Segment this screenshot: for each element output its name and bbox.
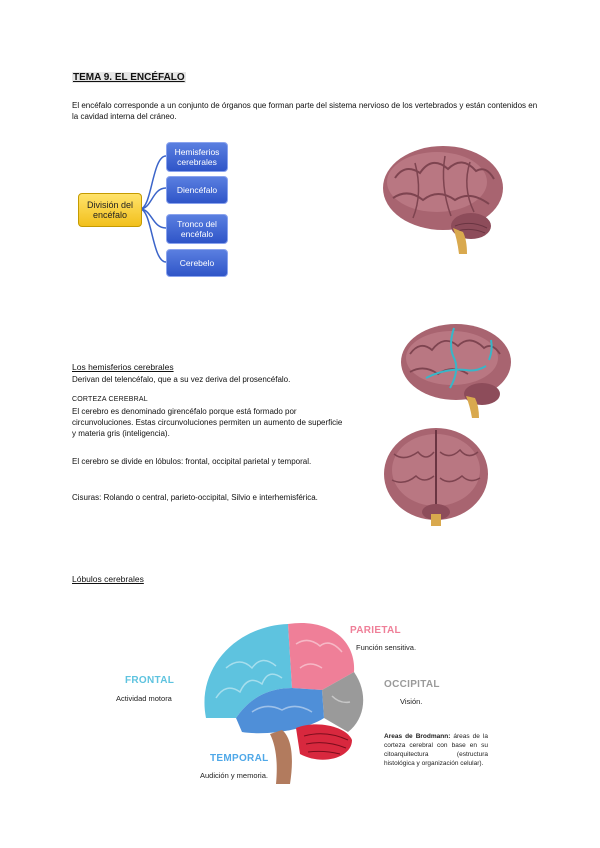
brain-lobes-image — [204, 622, 364, 784]
desc-parietal: Función sensitiva. — [356, 643, 417, 652]
hemisferios-deriva: Derivan del telencéfalo, que a su vez de… — [72, 375, 291, 384]
lobulos-division-text: El cerebro se divide en lóbulos: frontal… — [72, 457, 312, 466]
brain-lateral-image — [383, 146, 503, 254]
diagram-box-diencefalo: Diencéfalo — [166, 176, 228, 204]
division-diagram: División del encéfalo Hemisferios cerebr… — [72, 136, 242, 286]
desc-occipital: Visión. — [400, 697, 423, 706]
brodmann-title: Areas de Brodmann: — [384, 733, 451, 740]
desc-temporal: Audición y memoria. — [200, 771, 268, 780]
corteza-text: El cerebro es denominado girencéfalo por… — [72, 407, 343, 438]
diagram-box-cerebelo: Cerebelo — [166, 249, 228, 277]
diagram-root-box: División del encéfalo — [78, 193, 142, 227]
hemisferios-heading: Los hemisferios cerebrales — [72, 362, 174, 372]
page-title: TEMA 9. EL ENCÉFALO — [72, 72, 186, 83]
lobulos-heading: Lóbulos cerebrales — [72, 574, 144, 584]
intro-paragraph: El encéfalo corresponde a un conjunto de… — [72, 101, 538, 121]
label-occipital: OCCIPITAL — [384, 679, 440, 690]
brain-cisuras-image — [401, 324, 511, 418]
brodmann-note: Areas de Brodmann: áreas de la corteza c… — [384, 732, 488, 768]
corteza-heading: CORTEZA CEREBRAL — [72, 396, 148, 403]
label-frontal: FRONTAL — [125, 675, 175, 686]
brodmann-text: áreas de la corteza cerebral con base en… — [384, 733, 488, 767]
label-parietal: PARIETAL — [350, 625, 401, 636]
label-temporal: TEMPORAL — [210, 753, 269, 764]
diagram-box-tronco: Tronco del encéfalo — [166, 214, 228, 244]
connector-lines — [139, 155, 167, 263]
cisuras-text: Cisuras: Rolando o central, parieto-occi… — [72, 493, 318, 502]
brain-posterior-image — [384, 428, 488, 526]
diagram-box-hemisferios: Hemisferios cerebrales — [166, 142, 228, 172]
desc-frontal: Actividad motora — [116, 694, 172, 703]
